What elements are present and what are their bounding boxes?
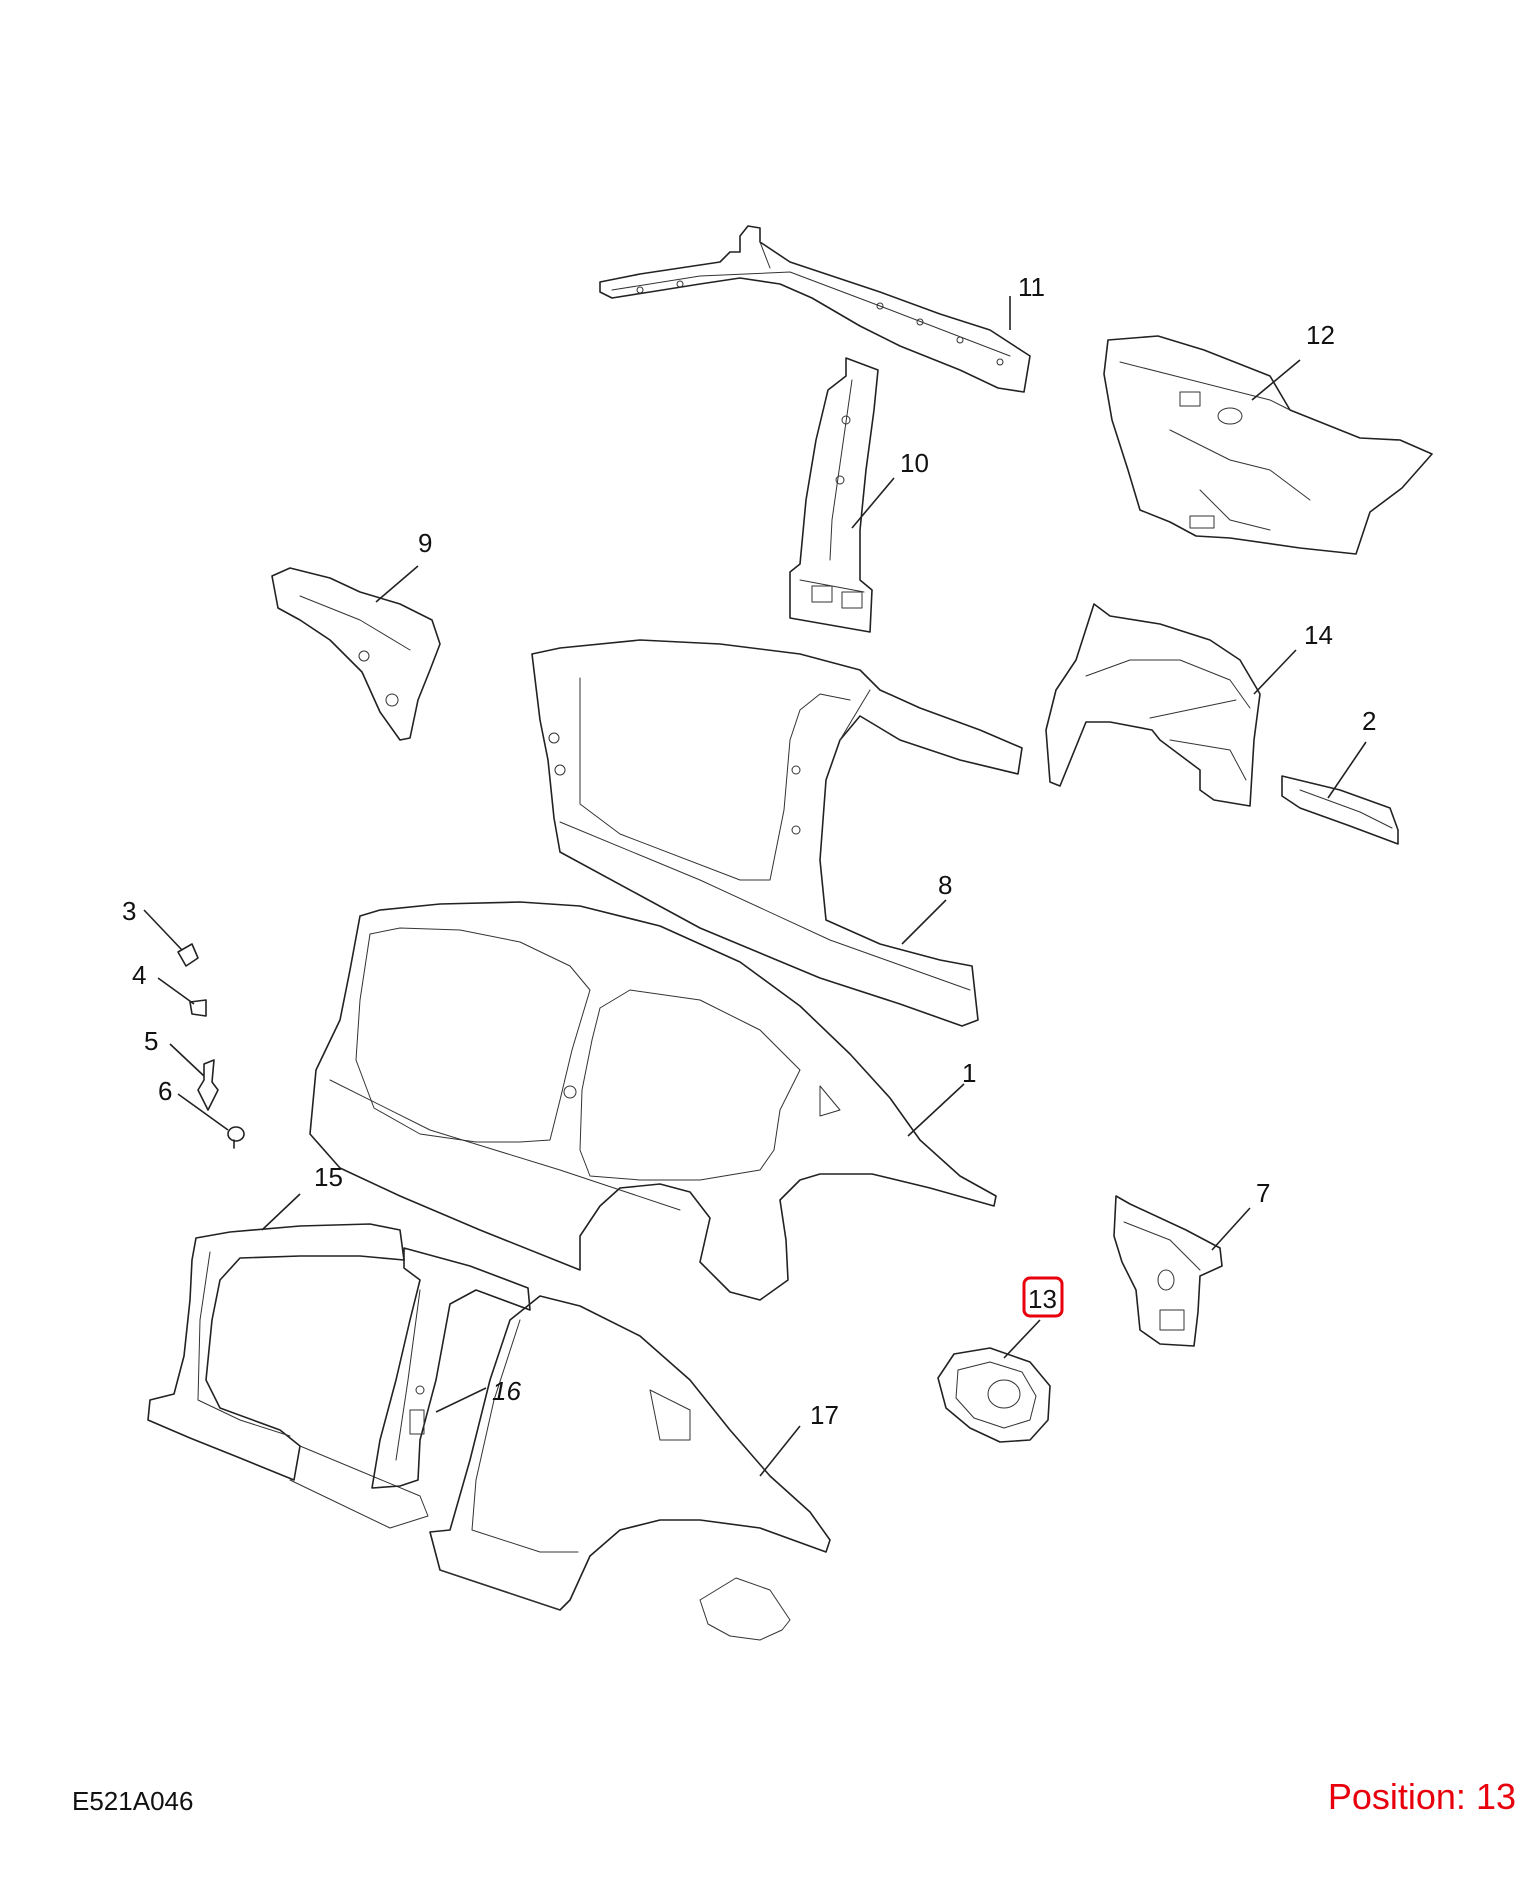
callout-10[interactable]: 10 [900,448,929,478]
leader-1 [907,1083,965,1137]
leader-7 [1211,1207,1251,1251]
callout-16[interactable]: 16 [492,1376,521,1406]
callout-5[interactable]: 5 [144,1026,158,1056]
callout-4[interactable]: 4 [132,960,146,990]
part-16-inner-b-pillar[interactable] [371,1247,531,1489]
leader-15 [261,1193,301,1231]
part-12-rear-panel-assembly[interactable] [1103,335,1433,555]
part-11-roof-rail[interactable] [599,225,1031,393]
callout-13-highlight [1022,1276,1064,1318]
part-14-rear-wheelhouse[interactable] [1045,603,1261,807]
callout-6[interactable]: 6 [158,1076,172,1106]
leader-17 [759,1425,801,1477]
callout-3[interactable]: 3 [122,896,136,926]
leader-8 [901,899,947,945]
position-label: Position: [1327,1776,1466,1817]
callout-11[interactable]: 11 [1018,272,1045,302]
part-5-clip[interactable] [197,1059,219,1111]
leader-5 [169,1043,205,1077]
leader-13 [1003,1319,1041,1359]
callout-13[interactable]: 13 [1028,1284,1057,1314]
part-4-clip[interactable] [189,999,207,1017]
callout-8[interactable]: 8 [938,870,952,900]
callout-1[interactable]: 1 [962,1058,976,1088]
part-7-quarter-bracket[interactable] [1113,1195,1223,1347]
part-10-b-pillar-reinforcement[interactable] [789,357,879,633]
callout-9[interactable]: 9 [418,528,432,558]
part-2-bracket[interactable] [1281,775,1399,845]
drawing-code: E521A046 [72,1786,194,1816]
part-17-outer-quarter[interactable] [429,1295,831,1641]
part-3-clip[interactable] [177,943,199,967]
leader-12 [1251,359,1301,401]
leader-10 [851,477,895,529]
part-8-side-inner-frame[interactable] [531,639,1023,1027]
leader-4 [157,977,195,1005]
leader-9 [375,565,419,603]
leader-16 [435,1387,487,1413]
callout-7[interactable]: 7 [1256,1178,1270,1208]
part-9-a-pillar-lower[interactable] [271,567,441,741]
callout-15[interactable]: 15 [314,1162,343,1192]
position-indicator: Position: 13 [1328,1776,1516,1818]
callout-14[interactable]: 14 [1304,620,1333,650]
callout-2[interactable]: 2 [1362,706,1376,736]
part-15-aperture-inner[interactable] [147,1223,429,1529]
leader-6 [177,1093,229,1131]
callout-12[interactable]: 12 [1306,320,1335,350]
position-value: 13 [1475,1776,1516,1817]
leader-3 [143,909,183,951]
leader-lines [143,296,1367,1477]
part-1-outer-side-panel[interactable] [309,901,997,1301]
callout-17[interactable]: 17 [810,1400,839,1430]
leader-2 [1327,741,1367,799]
callout-labels: 11 12 10 9 14 2 8 3 4 1 5 6 15 7 13 16 1… [122,272,1376,1430]
part-6-clip[interactable] [227,1126,245,1149]
part-13-fuel-filler-housing[interactable] [937,1347,1051,1443]
leader-14 [1253,649,1297,695]
